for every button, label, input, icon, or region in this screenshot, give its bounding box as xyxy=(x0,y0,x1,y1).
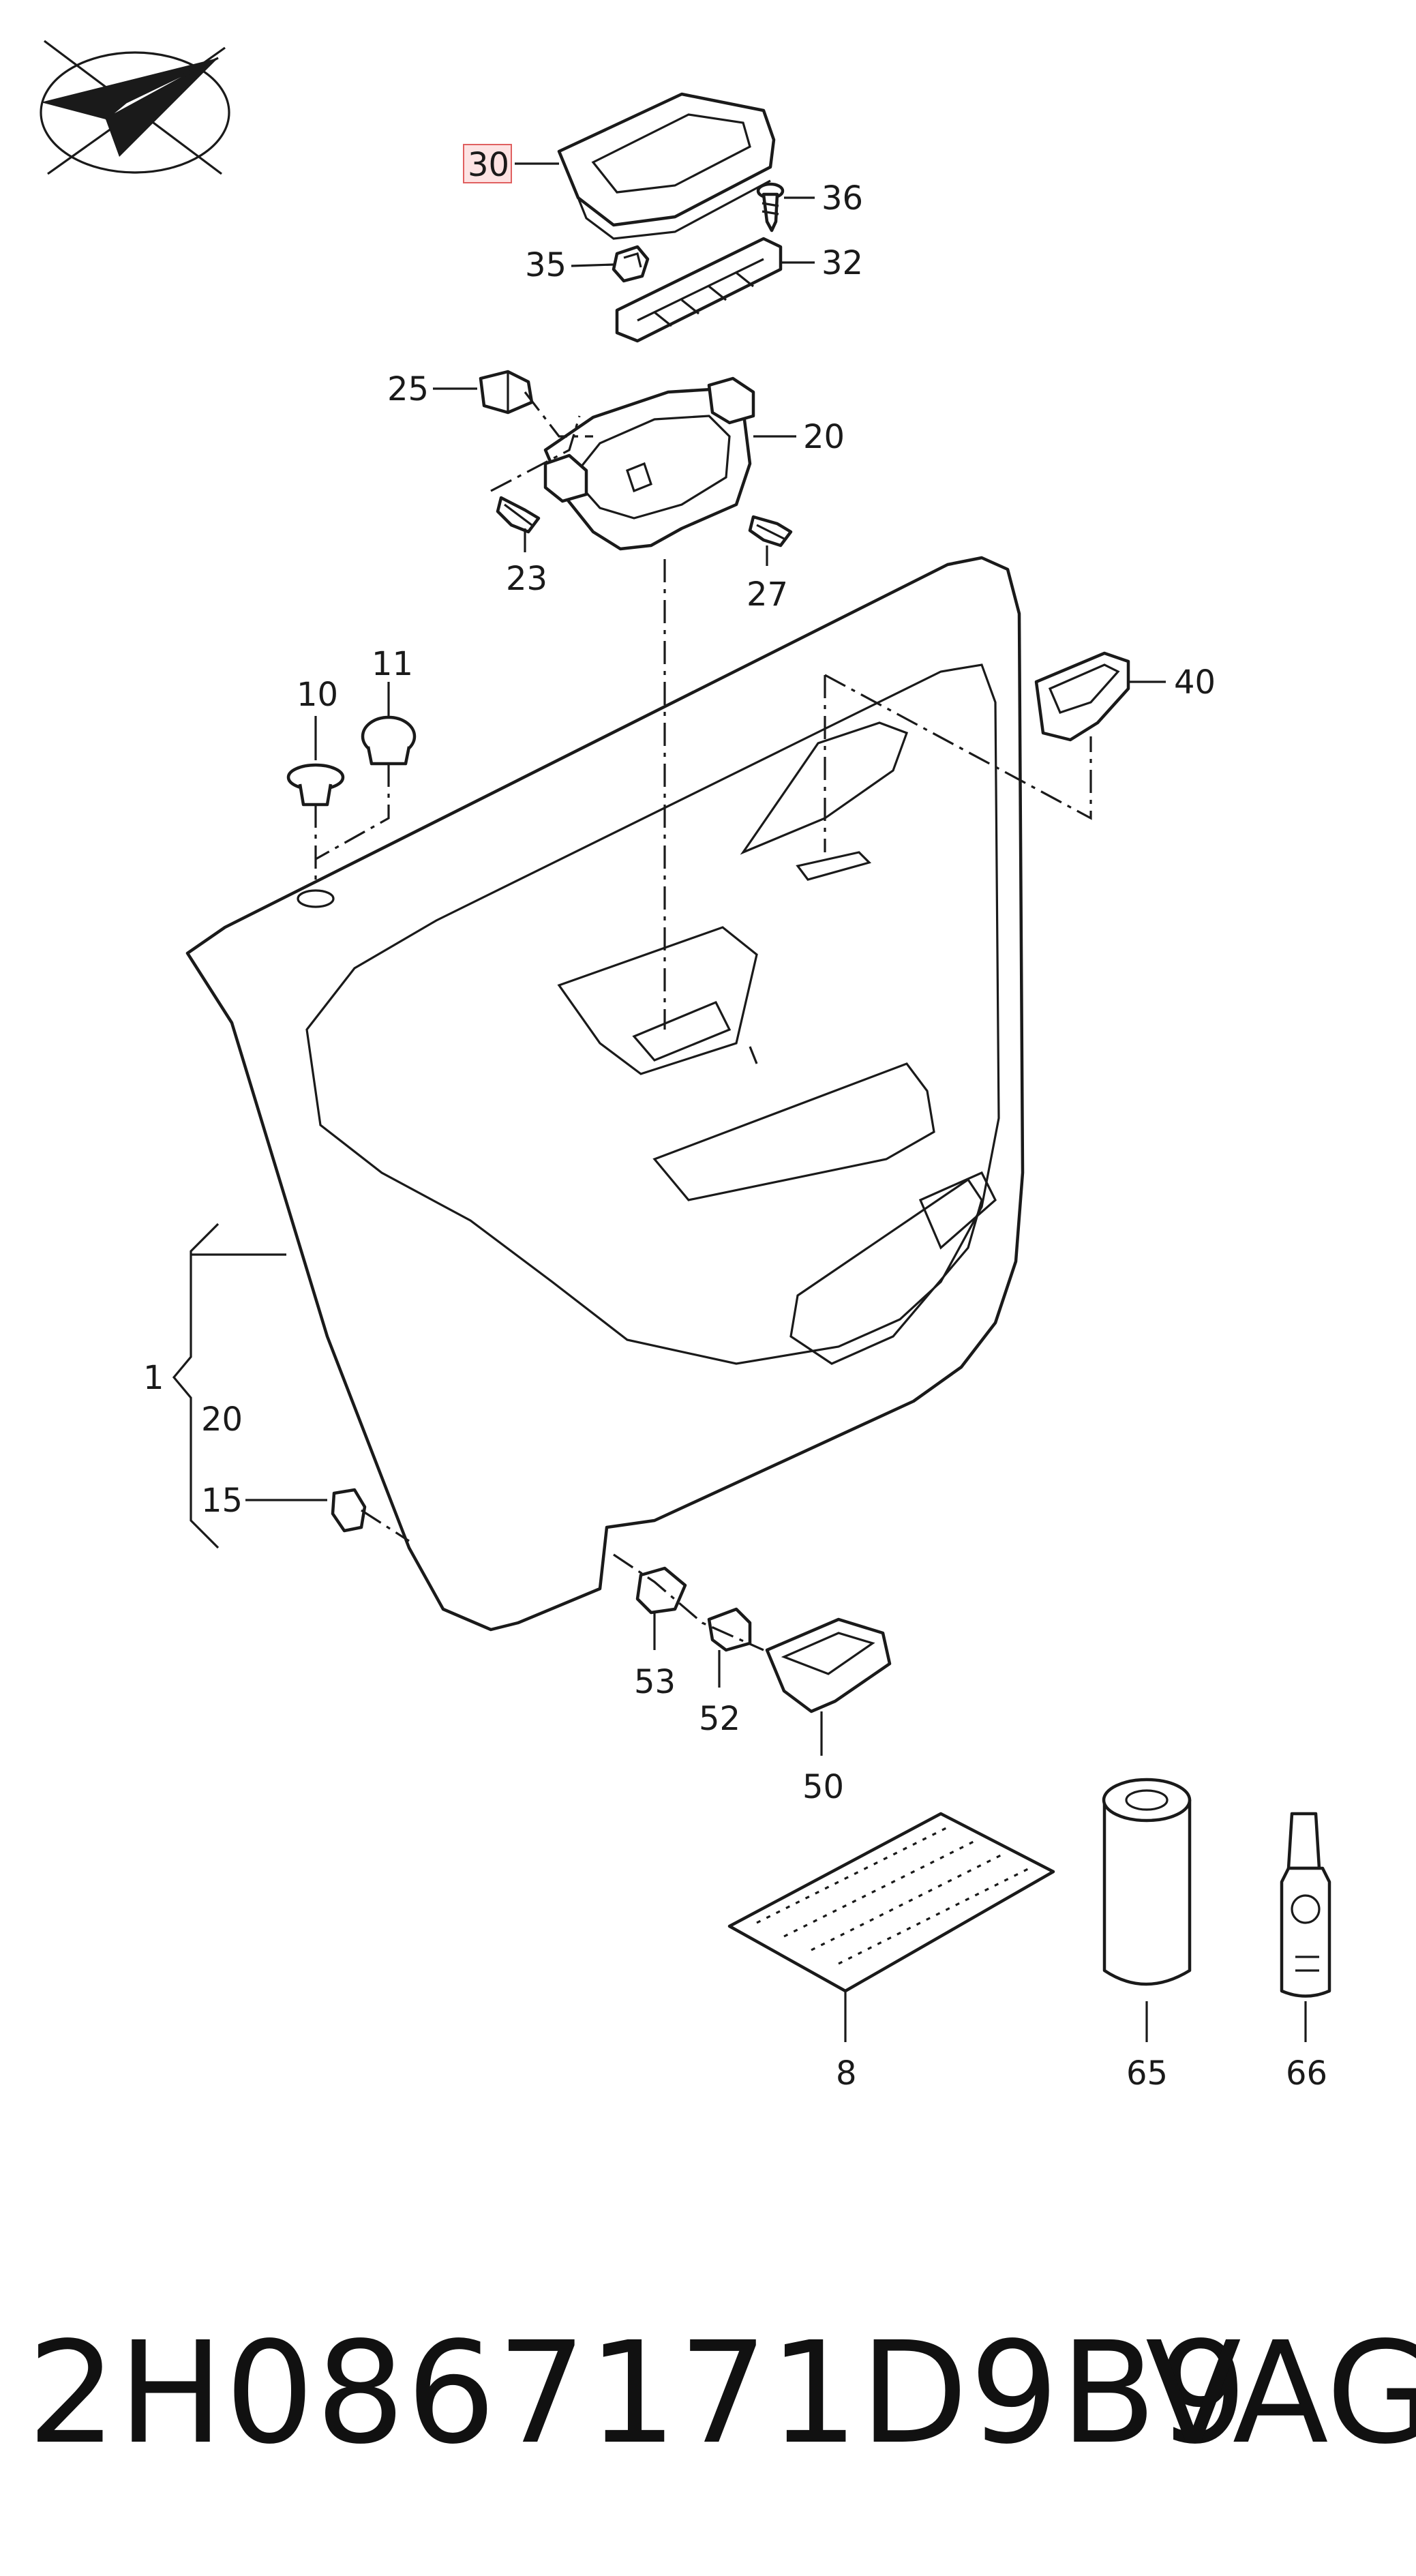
leader-lines xyxy=(172,162,1307,2042)
callout-53: 53 xyxy=(634,1663,676,1701)
footer: 2H0867171D9B9 VAG xyxy=(27,2311,1416,2475)
callout-23: 23 xyxy=(506,560,547,598)
part-36-screw xyxy=(756,182,785,233)
callout-36: 36 xyxy=(822,179,863,218)
part-25-clip xyxy=(479,370,534,415)
part-50-tray xyxy=(765,1617,892,1713)
part-27-screw xyxy=(748,515,793,548)
callout-20-lower: 20 xyxy=(201,1401,243,1439)
part-35-clip xyxy=(612,245,650,283)
part-10-grommet xyxy=(286,763,345,807)
part-32-switch-strip xyxy=(615,237,783,343)
part-53-clip xyxy=(635,1566,687,1615)
callout-52: 52 xyxy=(699,1700,740,1738)
part-1-door-panel xyxy=(185,556,1025,1632)
part-30-handle-tray xyxy=(557,92,776,240)
part-number: 2H0867171D9B9 xyxy=(27,2311,1249,2475)
callout-30-highlight xyxy=(463,144,512,183)
part-65-roll xyxy=(1102,1778,1192,1986)
part-66-tube xyxy=(1280,1812,1331,1998)
callout-32: 32 xyxy=(822,244,863,282)
callout-20-upper: 20 xyxy=(803,418,845,456)
callout-65: 65 xyxy=(1126,2054,1168,2093)
callout-50: 50 xyxy=(802,1768,844,1806)
assembly-lines xyxy=(314,391,1092,1651)
callout-40: 40 xyxy=(1174,663,1216,702)
callout-10: 10 xyxy=(297,676,338,714)
part-40-switch-housing xyxy=(1034,651,1130,742)
logo-plane-icon xyxy=(40,40,230,175)
callout-1: 1 xyxy=(143,1359,164,1397)
callout-8: 8 xyxy=(836,2054,857,2093)
callout-25: 25 xyxy=(387,370,429,408)
callout-30: 30 xyxy=(468,146,509,184)
part-8-foam-sheet xyxy=(727,1812,1055,1993)
callout-27: 27 xyxy=(747,575,788,614)
part-11-cap xyxy=(361,715,417,766)
callout-labels: 30 36 35 32 25 20 23 27 40 10 11 1 20 15… xyxy=(143,144,1327,2093)
part-20-bracket xyxy=(543,376,755,551)
callout-66: 66 xyxy=(1286,2054,1327,2093)
part-23-screw xyxy=(496,496,541,534)
callout-35: 35 xyxy=(525,246,567,284)
callout-15: 15 xyxy=(201,1482,243,1520)
callout-11: 11 xyxy=(372,645,413,683)
brand-name: VAG xyxy=(1145,2311,1416,2475)
part-15-clip xyxy=(331,1488,367,1533)
